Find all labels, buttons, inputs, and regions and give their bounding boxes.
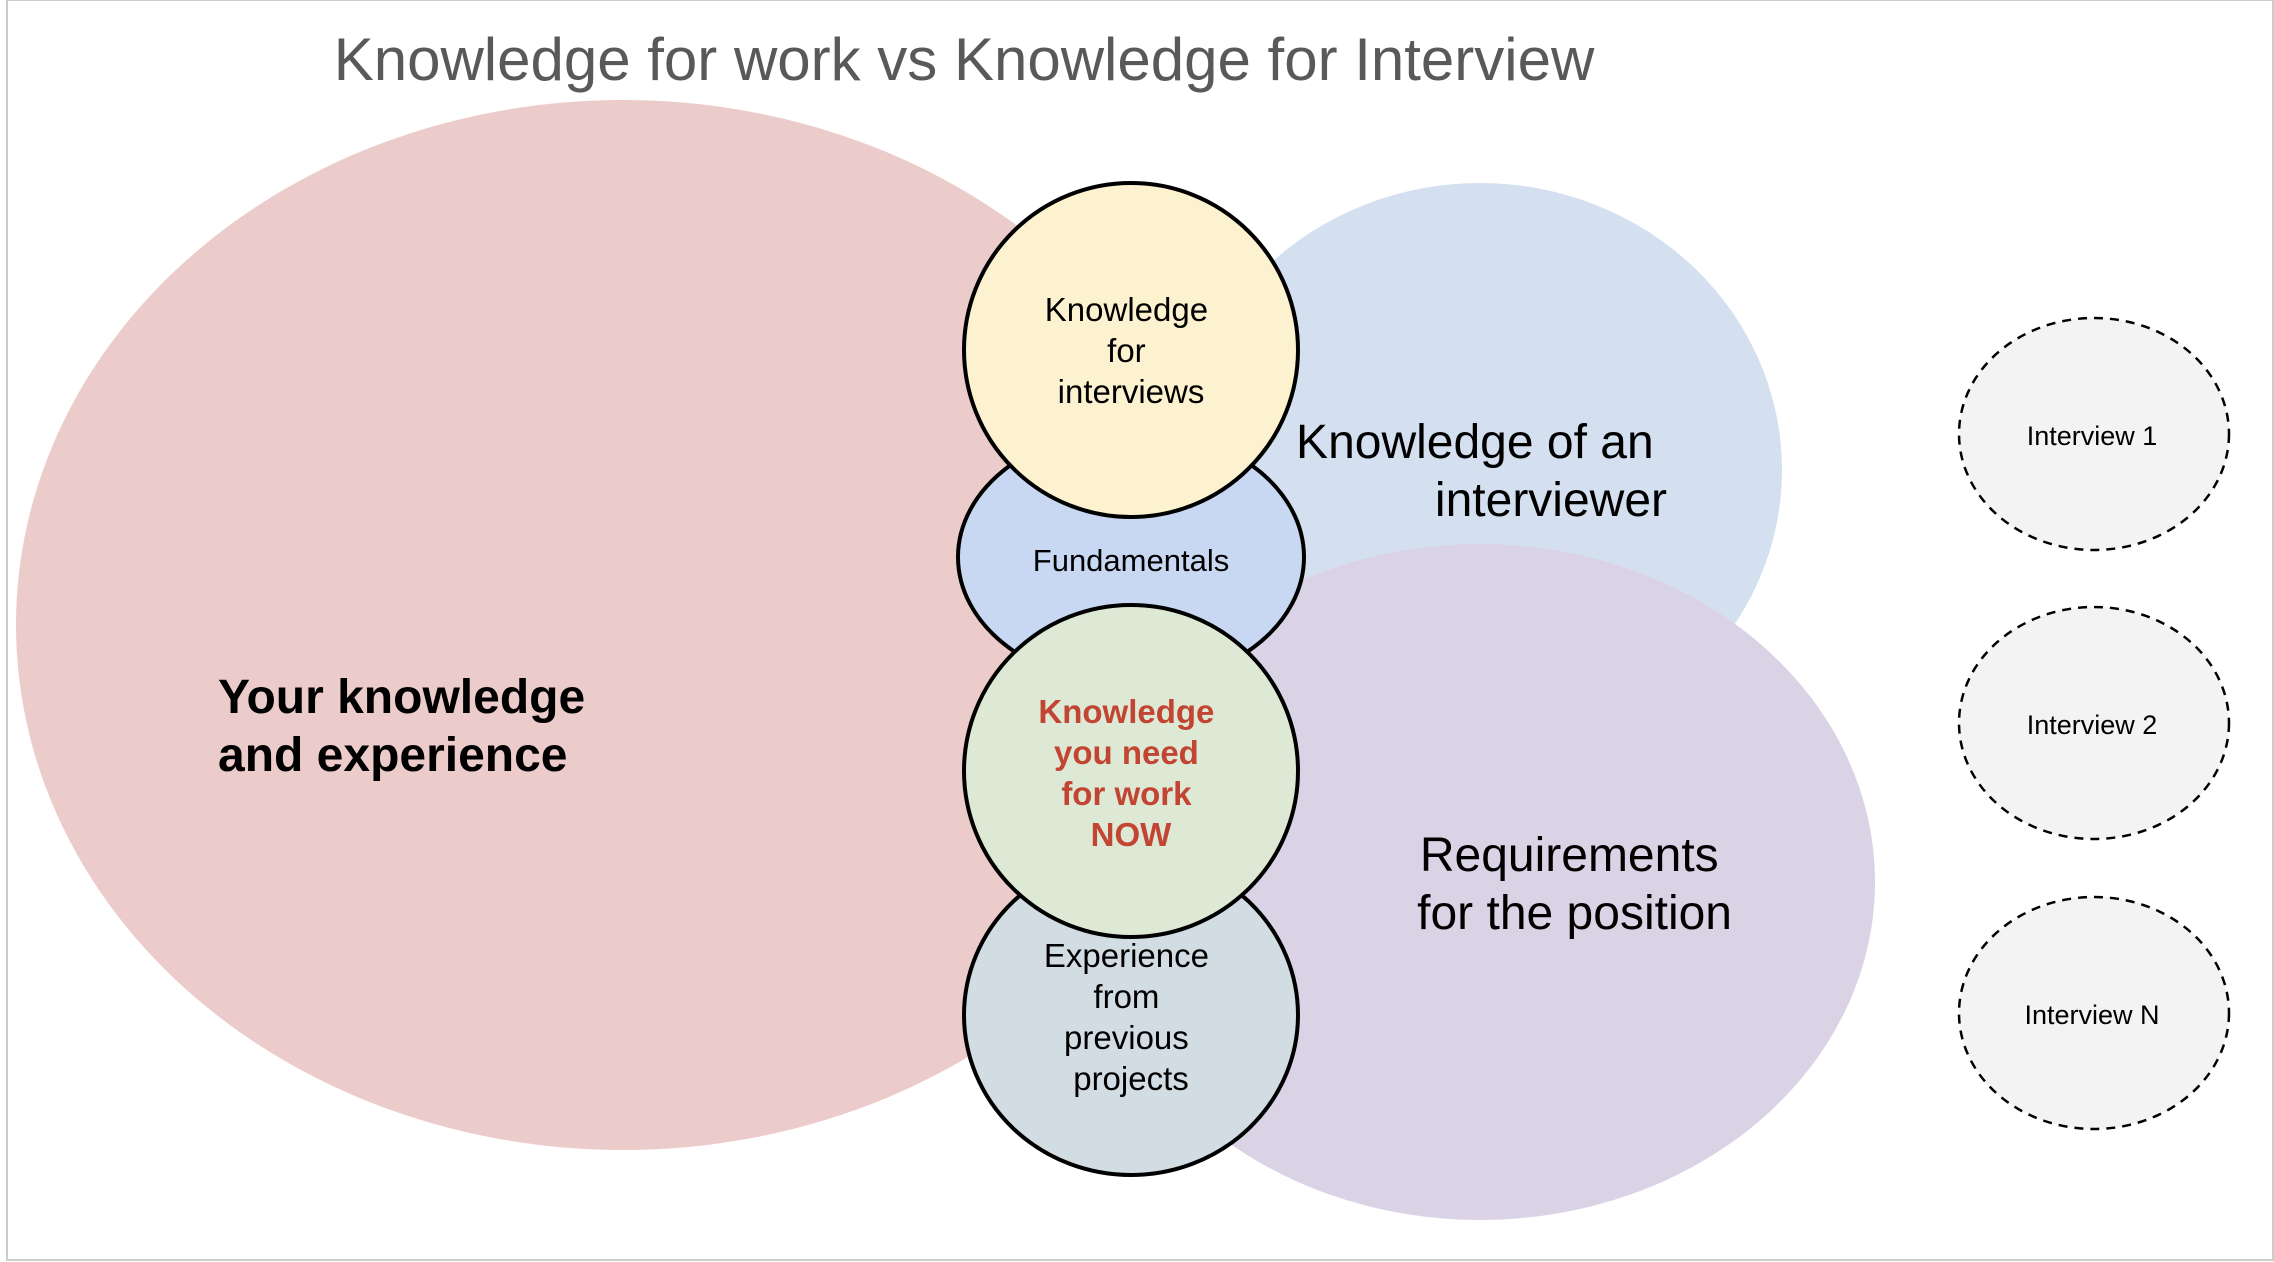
interview-bubble-n: Interview N: [1957, 895, 2231, 1131]
fundamentals-label: Fundamentals: [1033, 543, 1229, 578]
interviews-knowledge-label: Knowledge for interviews: [1045, 291, 1217, 410]
your-knowledge-label: Your knowledge and experience: [218, 671, 599, 782]
interview-1-label: Interview 1: [2027, 421, 2158, 451]
interview-bubble-2: Interview 2: [1957, 605, 2231, 841]
interviewer-knowledge-label: Knowledge of an interviewer: [1296, 416, 1667, 527]
interviews-knowledge-circle: [962, 181, 1300, 519]
work-now-circle: [962, 603, 1300, 939]
experience-label: Experience from previous projects: [1044, 937, 1218, 1097]
work-now-label: Knowledge you need for work NOW: [1038, 693, 1223, 853]
requirements-label: Requirements for the position: [1417, 829, 1732, 940]
slide-frame: [6, 0, 2274, 1261]
interview-2-label: Interview 2: [2027, 710, 2158, 740]
interview-n-label: Interview N: [2024, 1000, 2159, 1030]
interview-bubble-1: Interview 1: [1957, 316, 2231, 552]
your-knowledge-region: [16, 100, 1230, 1150]
diagram-title: Knowledge for work vs Knowledge for Inte…: [334, 26, 1595, 93]
